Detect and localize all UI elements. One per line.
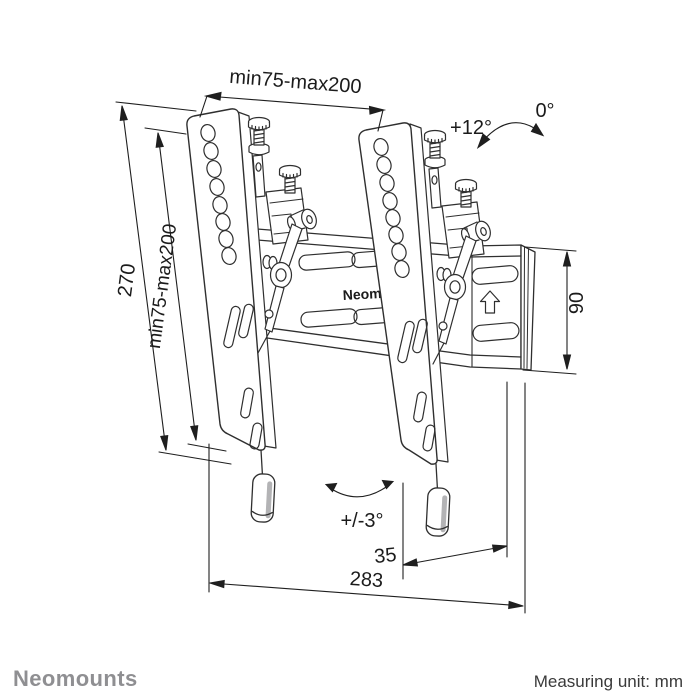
plate-depth-label: 35	[373, 544, 397, 568]
left-arm-slots	[223, 303, 263, 450]
screw-icon	[423, 129, 447, 159]
dim-plate-height: 90	[522, 246, 588, 375]
tilt-range-annotation: +12° 0°	[450, 100, 555, 149]
plate-embossed-label: Neom	[342, 285, 382, 303]
dim-bracket-height: 270	[114, 101, 232, 465]
right-arm-slots	[397, 318, 436, 452]
vesa-width-label: min75-max200	[229, 66, 363, 98]
level-adjust-label: +/-3°	[340, 510, 383, 532]
measuring-unit-note: Measuring unit: mm	[533, 672, 683, 691]
pull-handle-right	[425, 487, 451, 537]
level-range-annotation: +/-3°	[324, 479, 395, 532]
tilt-mechanism	[247, 116, 491, 365]
dim-total-width: 283	[208, 382, 526, 614]
tilt-max-label: +12°	[450, 117, 492, 139]
brand-logo: Neomounts	[13, 666, 138, 691]
dim-plate-depth: 35	[373, 381, 508, 580]
total-width-label: 283	[349, 568, 384, 592]
right-arm-holes	[373, 137, 410, 279]
tilt-zero-label: 0°	[535, 100, 554, 122]
arrow-up-icon	[479, 290, 501, 314]
pull-handles	[250, 449, 451, 537]
plate-slots	[298, 249, 520, 342]
vesa-height-label: min75-max200	[144, 223, 181, 350]
left-bracket-arm	[186, 108, 277, 451]
plate-height-label: 90	[566, 292, 588, 314]
screw-icon	[247, 116, 271, 146]
right-bracket-arm	[358, 122, 449, 465]
bracket-height-label: 270	[114, 262, 140, 298]
pull-handle-left	[250, 473, 276, 523]
left-arm-holes	[200, 123, 237, 266]
